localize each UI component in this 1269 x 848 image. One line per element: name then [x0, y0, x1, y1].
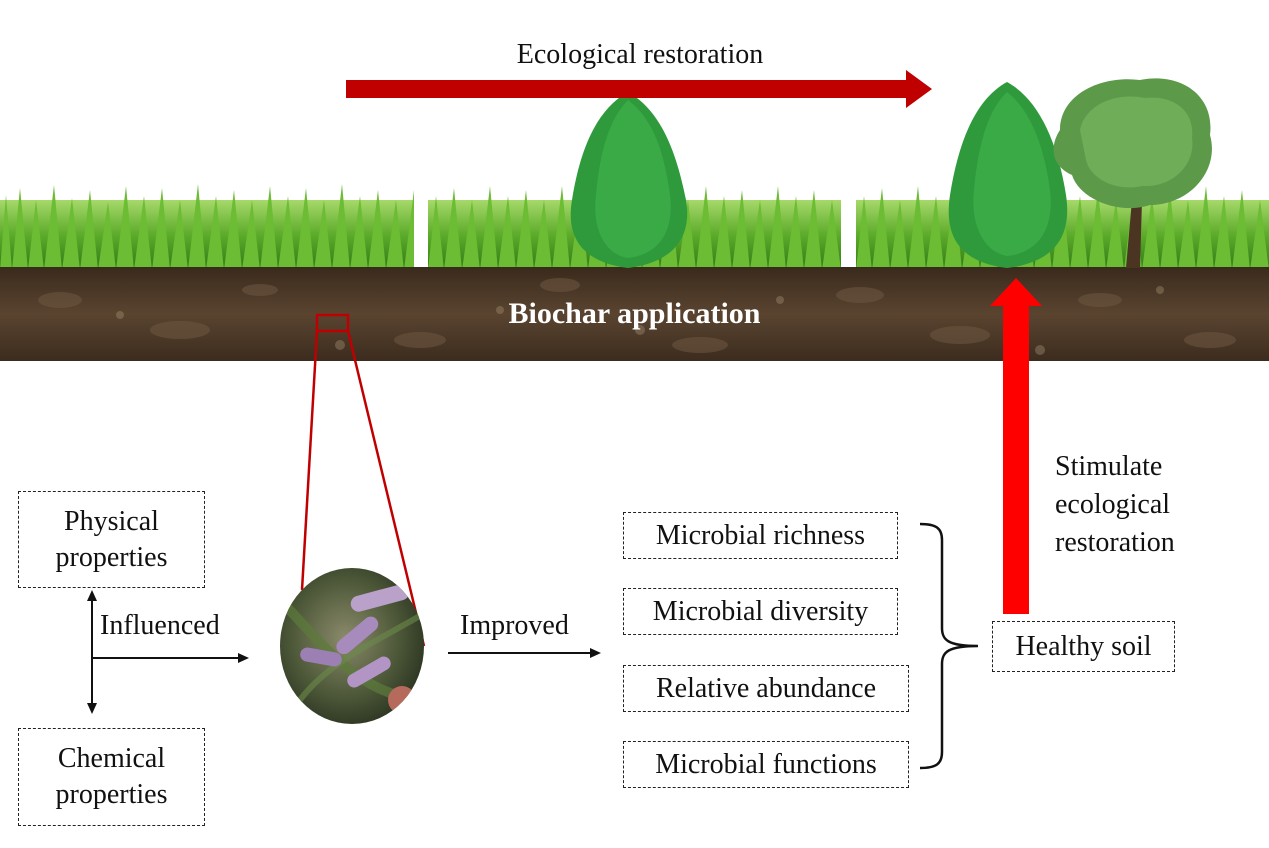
- physical-properties-box: Physical properties: [18, 491, 205, 588]
- zoom-indicator: [300, 313, 426, 647]
- microbe-image: [280, 568, 424, 724]
- ecological-restoration-title: Ecological restoration: [516, 39, 764, 70]
- microbial-box-diversity: Microbial diversity: [623, 588, 898, 635]
- soil-label: Biochar application: [508, 297, 761, 330]
- stimulate-arrow: [990, 278, 1042, 614]
- improved-label: Improved: [460, 610, 569, 641]
- chemical-properties-label: Chemical properties: [55, 743, 168, 810]
- microbial-box-abundance: Relative abundance: [623, 665, 909, 712]
- healthy-soil-label: Healthy soil: [1015, 630, 1152, 662]
- microbial-box-label: Microbial diversity: [652, 595, 869, 627]
- soil-layer: [0, 267, 1269, 361]
- healthy-soil-box: Healthy soil: [992, 621, 1175, 672]
- grass-strip-left: [0, 184, 414, 270]
- curly-brace: [919, 522, 979, 770]
- improved-arrow: [448, 648, 601, 658]
- stimulate-line-2: ecological: [1055, 489, 1171, 520]
- tree-conifer-right: [948, 82, 1068, 268]
- influenced-label: Influenced: [100, 610, 220, 641]
- microbial-box-richness: Microbial richness: [623, 512, 898, 559]
- microbial-box-label: Microbial functions: [655, 748, 877, 780]
- microbial-box-functions: Microbial functions: [623, 741, 909, 788]
- chemical-properties-box: Chemical properties: [18, 728, 205, 826]
- stimulate-text: Stimulate ecological restoration: [1055, 448, 1175, 562]
- stimulate-line-3: restoration: [1055, 527, 1175, 558]
- physical-properties-label: Physical properties: [55, 505, 168, 573]
- tree-broadleaf-right: [1053, 78, 1212, 268]
- properties-arrows: [87, 590, 249, 714]
- stimulate-line-1: Stimulate: [1055, 451, 1163, 482]
- microbial-box-label: Microbial richness: [655, 519, 866, 551]
- microbial-box-label: Relative abundance: [655, 672, 876, 704]
- ecological-restoration-arrow: [346, 70, 932, 108]
- tree-conifer-middle: [570, 92, 688, 268]
